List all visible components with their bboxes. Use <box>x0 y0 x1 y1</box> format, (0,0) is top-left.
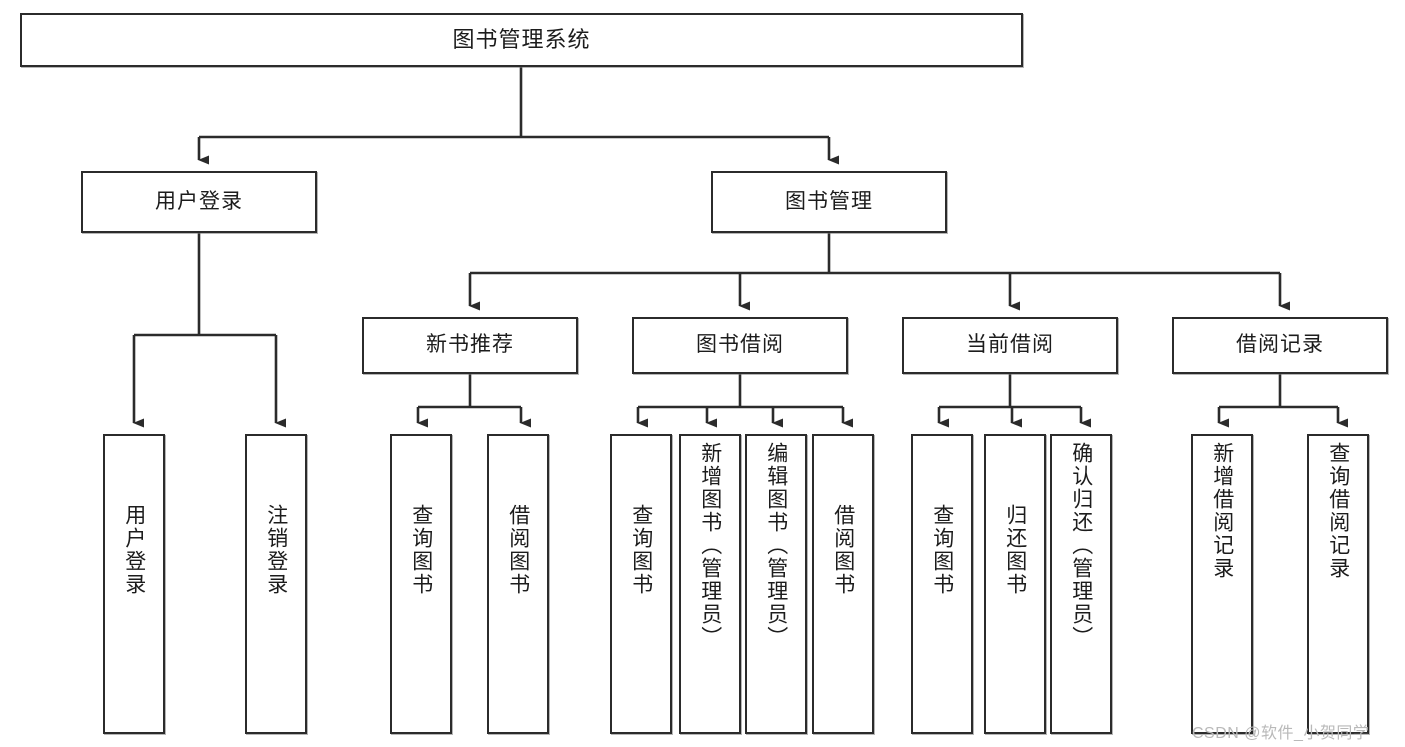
node-leaf-query-book-3-label: 查询图书 <box>930 504 954 596</box>
node-borrow-record-label: 借阅记录 <box>1236 333 1324 357</box>
node-new-book-rec[interactable]: 新书推荐 <box>362 317 578 374</box>
node-root[interactable]: 图书管理系统 <box>20 13 1023 67</box>
node-new-book-rec-label: 新书推荐 <box>426 333 514 357</box>
node-leaf-query-record-label: 查询借阅记录 <box>1326 442 1350 580</box>
node-leaf-edit-book[interactable]: 编辑图书（管理员） <box>745 434 807 734</box>
node-user-login-label: 用户登录 <box>155 189 243 213</box>
node-leaf-query-book-3[interactable]: 查询图书 <box>911 434 973 734</box>
node-leaf-query-book-1[interactable]: 查询图书 <box>390 434 452 734</box>
node-book-borrow-label: 图书借阅 <box>696 333 784 357</box>
node-leaf-borrow-book-2-label: 借阅图书 <box>831 504 855 596</box>
node-leaf-confirm-return-label: 确认归还（管理员） <box>1069 442 1093 649</box>
node-root-label: 图书管理系统 <box>452 27 591 53</box>
node-leaf-add-record-label: 新增借阅记录 <box>1210 442 1234 580</box>
node-leaf-borrow-book-1[interactable]: 借阅图书 <box>487 434 549 734</box>
node-leaf-borrow-book-1-label: 借阅图书 <box>506 504 530 596</box>
node-current-borrow[interactable]: 当前借阅 <box>902 317 1118 374</box>
node-leaf-return-book[interactable]: 归还图书 <box>984 434 1046 734</box>
node-leaf-add-book-label: 新增图书（管理员） <box>698 442 722 649</box>
node-borrow-record[interactable]: 借阅记录 <box>1172 317 1388 374</box>
node-book-manage[interactable]: 图书管理 <box>711 171 947 233</box>
node-leaf-add-record[interactable]: 新增借阅记录 <box>1191 434 1253 734</box>
node-leaf-query-book-1-label: 查询图书 <box>409 504 433 596</box>
node-book-manage-label: 图书管理 <box>785 189 873 213</box>
node-leaf-logout-label: 注销登录 <box>264 504 288 596</box>
node-leaf-user-login[interactable]: 用户登录 <box>103 434 165 734</box>
node-user-login[interactable]: 用户登录 <box>81 171 317 233</box>
node-leaf-query-book-2-label: 查询图书 <box>629 504 653 596</box>
node-current-borrow-label: 当前借阅 <box>966 333 1054 357</box>
node-leaf-return-book-label: 归还图书 <box>1003 504 1027 596</box>
node-leaf-logout[interactable]: 注销登录 <box>245 434 307 734</box>
node-leaf-edit-book-label: 编辑图书（管理员） <box>764 442 788 649</box>
node-leaf-add-book[interactable]: 新增图书（管理员） <box>679 434 741 734</box>
node-leaf-query-record[interactable]: 查询借阅记录 <box>1307 434 1369 734</box>
node-book-borrow[interactable]: 图书借阅 <box>632 317 848 374</box>
node-leaf-user-login-label: 用户登录 <box>122 504 146 596</box>
node-leaf-borrow-book-2[interactable]: 借阅图书 <box>812 434 874 734</box>
node-leaf-query-book-2[interactable]: 查询图书 <box>610 434 672 734</box>
node-leaf-confirm-return[interactable]: 确认归还（管理员） <box>1050 434 1112 734</box>
